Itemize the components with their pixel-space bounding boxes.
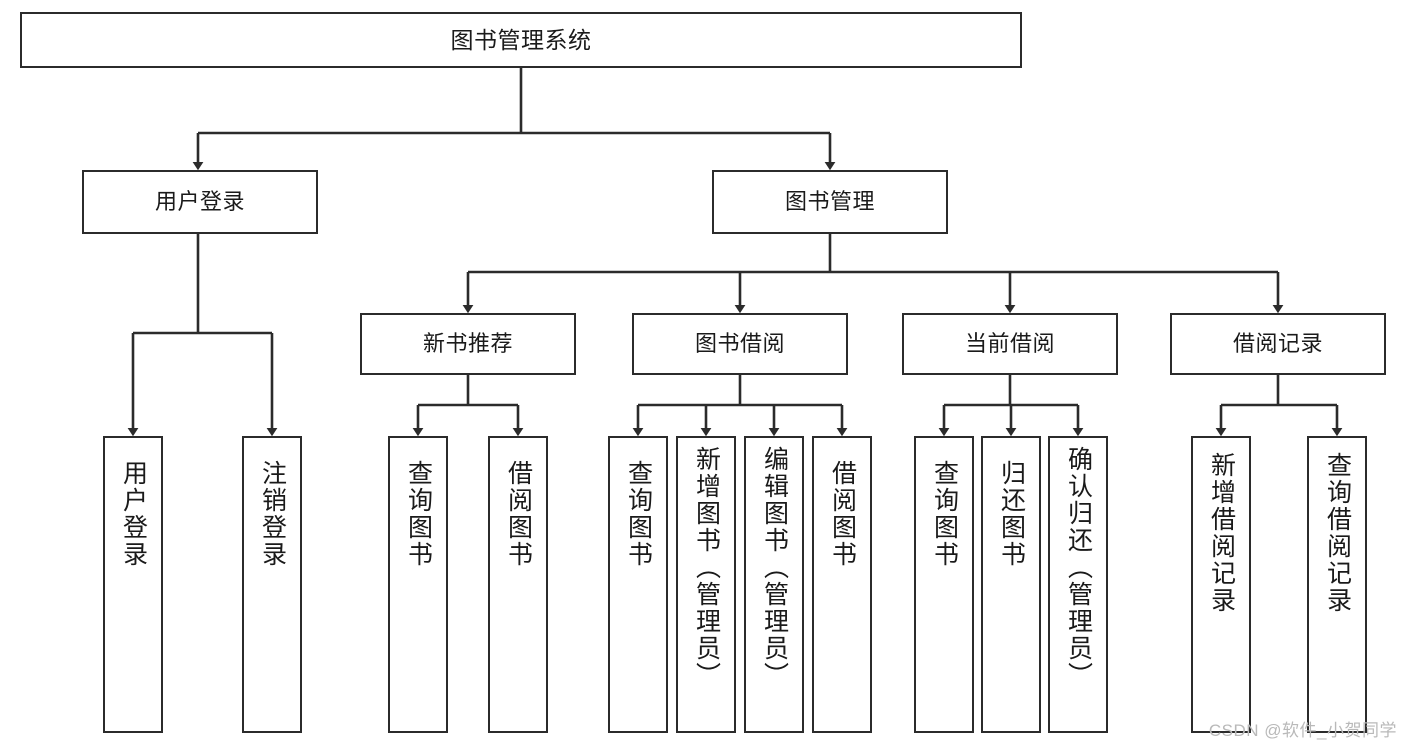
node-label: 用户登录 xyxy=(119,460,148,568)
node-leaf-logout-login[interactable]: 注销登录 xyxy=(242,436,302,733)
node-label: 借阅记录 xyxy=(1232,331,1323,357)
node-label: 新增图书（管理员） xyxy=(692,446,721,689)
node-leaf-edit-book[interactable]: 编辑图书（管理员） xyxy=(744,436,804,733)
node-leaf-query-book-borrow[interactable]: 查询图书 xyxy=(608,436,668,733)
node-user-login[interactable]: 用户登录 xyxy=(82,170,318,234)
node-leaf-return-book[interactable]: 归还图书 xyxy=(981,436,1041,733)
node-label: 编辑图书（管理员） xyxy=(760,446,789,689)
csdn-watermark: CSDN @软件_小贺同学 xyxy=(1208,721,1397,740)
node-label: 当前借阅 xyxy=(964,331,1055,357)
node-leaf-user-login[interactable]: 用户登录 xyxy=(103,436,163,733)
node-book-management[interactable]: 图书管理 xyxy=(712,170,948,234)
node-book-borrow[interactable]: 图书借阅 xyxy=(632,313,848,375)
node-label: 用户登录 xyxy=(154,189,245,215)
node-label: 图书管理系统 xyxy=(450,26,592,53)
node-label: 借阅图书 xyxy=(504,460,533,568)
node-label: 图书借阅 xyxy=(694,331,785,357)
node-label: 确认归还（管理员） xyxy=(1064,446,1093,689)
node-borrow-record[interactable]: 借阅记录 xyxy=(1170,313,1386,375)
node-label: 归还图书 xyxy=(997,460,1026,568)
node-label: 借阅图书 xyxy=(828,460,857,568)
node-label: 新书推荐 xyxy=(422,331,513,357)
node-leaf-query-book-current[interactable]: 查询图书 xyxy=(914,436,974,733)
node-leaf-add-borrow-record[interactable]: 新增借阅记录 xyxy=(1191,436,1251,733)
node-current-borrow[interactable]: 当前借阅 xyxy=(902,313,1118,375)
node-leaf-borrow-book-recommend[interactable]: 借阅图书 xyxy=(488,436,548,733)
node-leaf-query-book-recommend[interactable]: 查询图书 xyxy=(388,436,448,733)
node-leaf-add-book[interactable]: 新增图书（管理员） xyxy=(676,436,736,733)
node-leaf-query-borrow-record[interactable]: 查询借阅记录 xyxy=(1307,436,1367,733)
node-label: 新增借阅记录 xyxy=(1207,452,1236,614)
node-label: 查询图书 xyxy=(930,460,959,568)
node-label: 查询图书 xyxy=(624,460,653,568)
node-root-book-management-system[interactable]: 图书管理系统 xyxy=(20,12,1022,68)
node-new-book-recommend[interactable]: 新书推荐 xyxy=(360,313,576,375)
node-label: 图书管理 xyxy=(784,189,875,215)
node-label: 注销登录 xyxy=(258,460,287,568)
node-leaf-confirm-return[interactable]: 确认归还（管理员） xyxy=(1048,436,1108,733)
node-label: 查询图书 xyxy=(404,460,433,568)
node-label: 查询借阅记录 xyxy=(1323,452,1352,614)
node-leaf-borrow-book[interactable]: 借阅图书 xyxy=(812,436,872,733)
